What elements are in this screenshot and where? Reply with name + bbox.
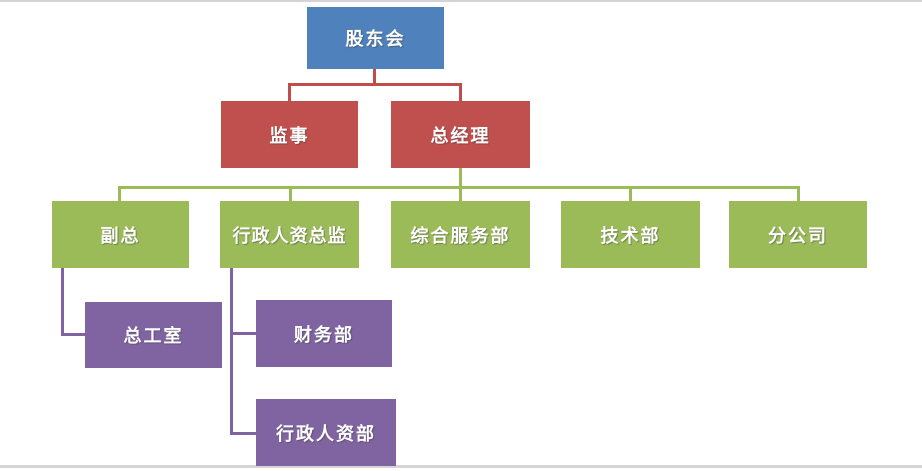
org-node-label: 行政人资部 bbox=[276, 423, 376, 445]
connector-green-drop-technology-dept bbox=[629, 186, 632, 201]
connector-purple-elbow-chief-engineer-office bbox=[61, 333, 85, 336]
org-node-finance-dept[interactable]: 财务部 bbox=[256, 300, 392, 367]
slide-bottom-border bbox=[0, 465, 922, 468]
connector-red-stem bbox=[373, 68, 376, 86]
org-node-label: 股东会 bbox=[345, 29, 406, 50]
connector-purple-admin-hr-stem bbox=[230, 268, 233, 435]
org-node-deputy-general-manager[interactable]: 副总 bbox=[52, 201, 189, 268]
connector-purple-elbow-finance-dept bbox=[230, 332, 256, 335]
org-node-label: 行政人资总监 bbox=[232, 225, 347, 247]
connector-green-drop-admin-hr-director bbox=[289, 186, 292, 201]
org-node-label: 财务部 bbox=[294, 324, 354, 346]
org-node-technology-dept[interactable]: 技术部 bbox=[561, 201, 700, 268]
org-node-label: 分公司 bbox=[768, 225, 828, 247]
org-node-admin-hr-dept[interactable]: 行政人资部 bbox=[256, 399, 396, 466]
connector-red-drop-supervisor bbox=[288, 83, 291, 101]
org-node-supervisor[interactable]: 监事 bbox=[221, 101, 358, 168]
connector-purple-deputy-stem bbox=[61, 268, 64, 336]
connector-green-drop-deputy-general-manager bbox=[118, 186, 121, 201]
org-node-general-manager[interactable]: 总经理 bbox=[391, 101, 530, 168]
slide-top-border bbox=[0, 0, 922, 2]
org-node-shareholders-meeting[interactable]: 股东会 bbox=[307, 7, 444, 69]
connector-red-drop-general-manager bbox=[459, 83, 462, 101]
org-node-label: 技术部 bbox=[600, 225, 661, 247]
connector-green-drop-general-services-dept bbox=[459, 186, 462, 201]
org-node-label: 副总 bbox=[100, 225, 141, 247]
org-node-label: 总经理 bbox=[430, 125, 491, 147]
org-node-chief-engineer-office[interactable]: 总工室 bbox=[85, 302, 222, 368]
org-node-label: 综合服务部 bbox=[410, 225, 511, 247]
org-node-general-services-dept[interactable]: 综合服务部 bbox=[391, 201, 530, 268]
connector-green-drop-branch-company bbox=[797, 186, 800, 201]
connector-red-horizontal bbox=[288, 83, 462, 86]
org-node-label: 总工室 bbox=[123, 326, 184, 347]
org-node-label: 监事 bbox=[269, 125, 310, 147]
org-node-branch-company[interactable]: 分公司 bbox=[729, 201, 867, 268]
connector-green-stem bbox=[459, 168, 462, 189]
org-node-admin-hr-director[interactable]: 行政人资总监 bbox=[220, 201, 359, 268]
connector-purple-elbow-admin-hr-dept bbox=[230, 432, 256, 435]
